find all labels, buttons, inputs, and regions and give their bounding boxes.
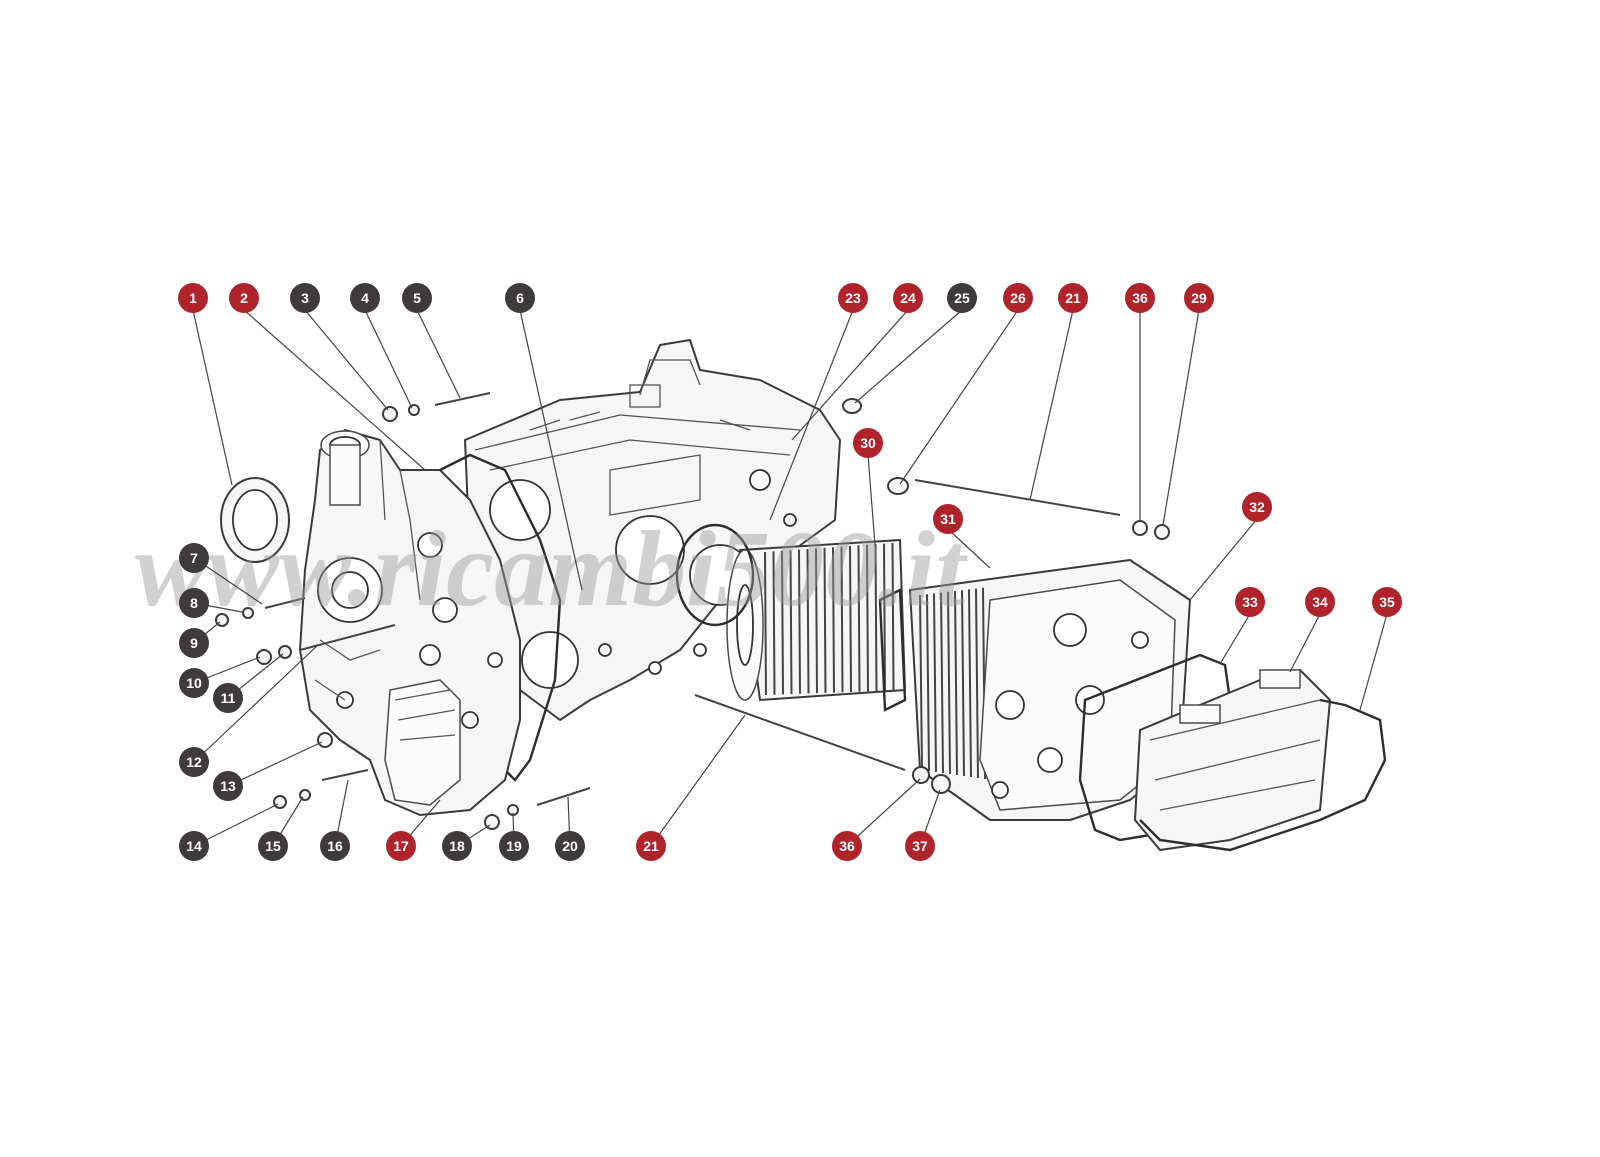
svg-text:3: 3: [301, 290, 309, 306]
svg-text:34: 34: [1312, 594, 1328, 610]
svg-text:5: 5: [413, 290, 421, 306]
part-badge-13[interactable]: 13: [213, 771, 243, 801]
part-badge-17[interactable]: 17: [386, 831, 416, 861]
part-badge-19[interactable]: 19: [499, 831, 529, 861]
part-badge-26[interactable]: 26: [1003, 283, 1033, 313]
part-badge-37[interactable]: 37: [905, 831, 935, 861]
svg-text:31: 31: [940, 511, 956, 527]
svg-text:1: 1: [189, 290, 197, 306]
part-badge-18[interactable]: 18: [442, 831, 472, 861]
engine-drawing: [215, 339, 1387, 852]
svg-text:11: 11: [221, 690, 236, 706]
part-badge-33[interactable]: 33: [1235, 587, 1265, 617]
svg-text:6: 6: [516, 290, 524, 306]
svg-text:24: 24: [900, 290, 916, 306]
svg-text:15: 15: [265, 838, 281, 854]
svg-text:32: 32: [1249, 499, 1265, 515]
svg-text:4: 4: [361, 290, 369, 306]
small-hardware: [215, 392, 1170, 830]
part-badge-12[interactable]: 12: [179, 747, 209, 777]
svg-text:30: 30: [860, 435, 876, 451]
part-badge-15[interactable]: 15: [258, 831, 288, 861]
svg-text:8: 8: [190, 595, 198, 611]
svg-text:16: 16: [327, 838, 343, 854]
part-badge-6[interactable]: 6: [505, 283, 535, 313]
part-badge-20[interactable]: 20: [555, 831, 585, 861]
oil-seal: [220, 477, 290, 563]
part-badge-21-bottom[interactable]: 21: [636, 831, 666, 861]
svg-text:37: 37: [912, 838, 928, 854]
part-badge-8[interactable]: 8: [179, 588, 209, 618]
cylinder-base-ring: [675, 523, 755, 627]
svg-text:20: 20: [562, 838, 578, 854]
svg-text:7: 7: [190, 550, 198, 566]
svg-text:21: 21: [1065, 290, 1081, 306]
svg-text:26: 26: [1010, 290, 1026, 306]
crankcase-front: [299, 429, 521, 816]
svg-text:36: 36: [1132, 290, 1148, 306]
part-badge-4[interactable]: 4: [350, 283, 380, 313]
part-badge-25[interactable]: 25: [947, 283, 977, 313]
part-badge-31[interactable]: 31: [933, 504, 963, 534]
part-badge-3[interactable]: 3: [290, 283, 320, 313]
part-badge-36-top[interactable]: 36: [1125, 283, 1155, 313]
part-badge-2[interactable]: 2: [229, 283, 259, 313]
svg-text:14: 14: [186, 838, 202, 854]
leader-lines: [192, 309, 1388, 847]
svg-text:13: 13: [220, 778, 236, 794]
part-badge-9[interactable]: 9: [179, 628, 209, 658]
svg-text:23: 23: [845, 290, 861, 306]
part-badge-10[interactable]: 10: [179, 668, 209, 698]
svg-text:9: 9: [190, 635, 198, 651]
svg-text:10: 10: [186, 675, 202, 691]
part-number-badges: 1 2 3 4 5 6 7 8 9 10 11 12 13 14 15 16 1…: [178, 283, 1402, 861]
svg-text:36: 36: [839, 838, 855, 854]
svg-text:2: 2: [240, 290, 248, 306]
part-badge-1[interactable]: 1: [178, 283, 208, 313]
part-badge-36-bottom[interactable]: 36: [832, 831, 862, 861]
part-badge-32[interactable]: 32: [1242, 492, 1272, 522]
part-badge-7[interactable]: 7: [179, 543, 209, 573]
part-badge-35[interactable]: 35: [1372, 587, 1402, 617]
svg-text:12: 12: [186, 754, 202, 770]
part-badge-14[interactable]: 14: [179, 831, 209, 861]
part-badge-30[interactable]: 30: [853, 428, 883, 458]
part-badge-34[interactable]: 34: [1305, 587, 1335, 617]
part-badge-29[interactable]: 29: [1184, 283, 1214, 313]
svg-text:21: 21: [643, 838, 659, 854]
rocker-cover: [1134, 669, 1331, 851]
part-badge-23[interactable]: 23: [838, 283, 868, 313]
cylinder-head: [909, 559, 1191, 821]
part-badge-16[interactable]: 16: [320, 831, 350, 861]
watermark: www.ricambi500.it: [135, 510, 968, 629]
part-badge-21-top[interactable]: 21: [1058, 283, 1088, 313]
head-gasket: [878, 588, 907, 712]
svg-text:17: 17: [393, 838, 409, 854]
rocker-cover-seal: [1139, 698, 1387, 852]
part-badge-24[interactable]: 24: [893, 283, 923, 313]
part-badge-5[interactable]: 5: [402, 283, 432, 313]
svg-text:35: 35: [1379, 594, 1395, 610]
svg-text:19: 19: [506, 838, 522, 854]
svg-text:33: 33: [1242, 594, 1258, 610]
svg-text:29: 29: [1191, 290, 1207, 306]
svg-text:25: 25: [954, 290, 970, 306]
part-badge-11[interactable]: 11: [213, 683, 243, 713]
svg-text:18: 18: [449, 838, 465, 854]
